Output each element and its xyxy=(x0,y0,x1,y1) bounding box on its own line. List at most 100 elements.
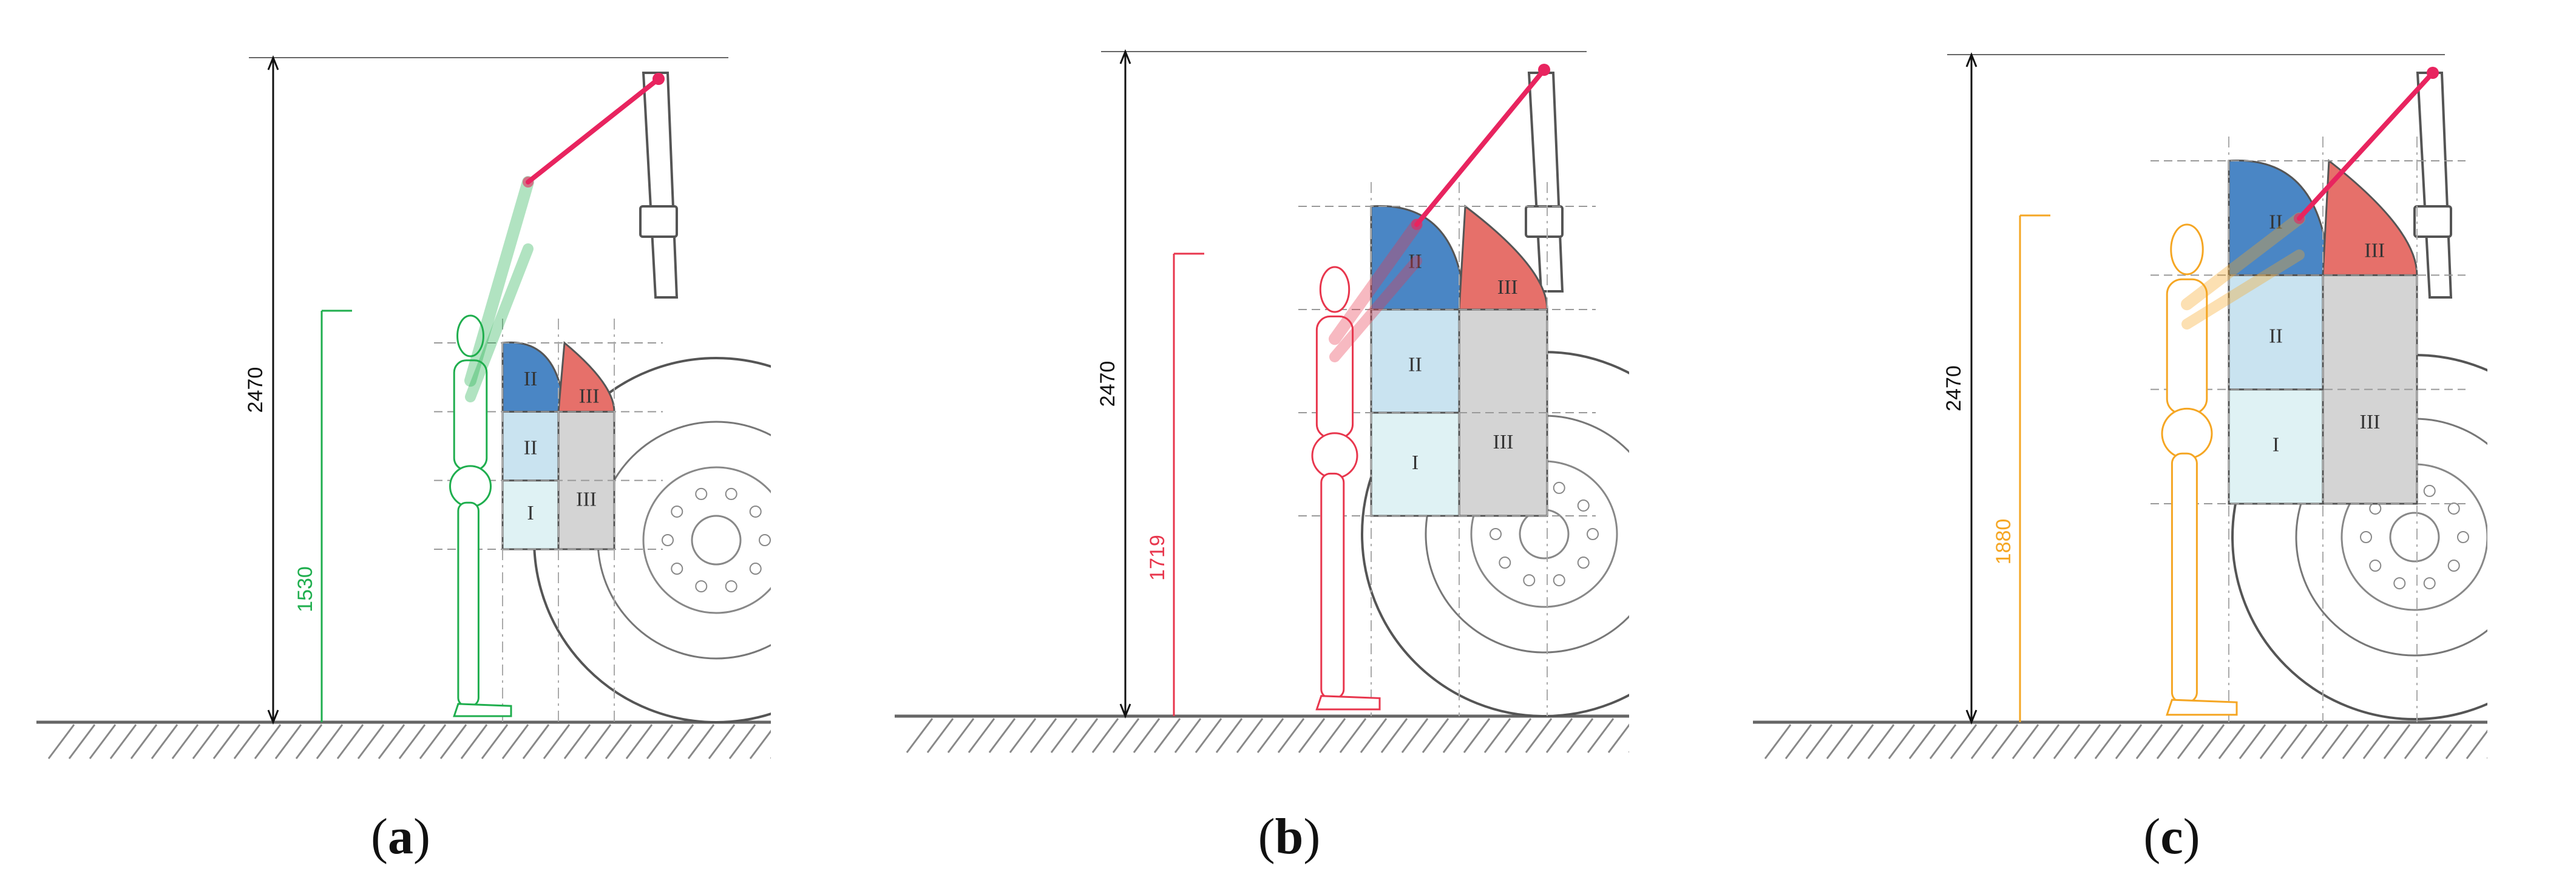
hatch-stroke xyxy=(295,724,323,759)
panel-edge-mask xyxy=(2487,0,2575,880)
reach-zones xyxy=(1370,205,1548,517)
ground-hatching xyxy=(1764,724,2514,759)
hatch-stroke xyxy=(1908,724,1936,759)
hatch-stroke xyxy=(1950,724,1978,759)
wheel-bolt xyxy=(1553,481,1565,494)
mannequin-raised-arm xyxy=(1329,218,1423,345)
hatch-stroke xyxy=(1483,718,1511,753)
hatch-stroke xyxy=(398,724,426,759)
hatch-stroke xyxy=(68,724,96,759)
hatch-stroke xyxy=(1846,724,1874,759)
hatch-stroke xyxy=(2321,724,2349,759)
total-height-label: 2470 xyxy=(244,367,267,413)
hatch-stroke xyxy=(1826,724,1854,759)
hatch-stroke xyxy=(584,724,612,759)
zone-label: III xyxy=(2360,411,2381,433)
mannequin-leg xyxy=(457,501,480,707)
mannequin-lower-arm xyxy=(1329,256,1422,362)
total-height-label: 2470 xyxy=(1096,361,1119,407)
hatch-stroke xyxy=(274,724,302,759)
hatch-stroke xyxy=(728,724,756,759)
operator-height-label: 1719 xyxy=(1146,535,1169,581)
hatch-stroke xyxy=(1545,718,1573,753)
hatch-stroke xyxy=(2032,724,2060,759)
caption-paren-open: ( xyxy=(2143,808,2161,865)
hatch-stroke xyxy=(501,724,529,759)
hatch-stroke xyxy=(1153,718,1181,753)
operator-height-label: 1880 xyxy=(1992,519,2015,565)
zone-label: II xyxy=(1408,353,1422,376)
zone-label: III xyxy=(2364,239,2385,262)
hatch-stroke xyxy=(1401,718,1429,753)
mannequin-foot xyxy=(1315,695,1381,711)
hatch-stroke xyxy=(2197,724,2225,759)
hatch-stroke xyxy=(926,718,954,753)
hatch-stroke xyxy=(212,724,240,759)
wheel-bolt xyxy=(2447,502,2460,515)
hatch-stroke xyxy=(1764,724,1792,759)
panel-a-caption: (a) xyxy=(340,807,461,866)
cabin-pillar xyxy=(639,72,679,299)
hatch-stroke xyxy=(2177,724,2205,759)
zone-II-lower xyxy=(2228,274,2324,391)
hatch-stroke xyxy=(666,724,694,759)
hatch-stroke xyxy=(1009,718,1037,753)
hatch-stroke xyxy=(2280,724,2308,759)
mannequin-head xyxy=(1319,266,1351,313)
mannequin-foot xyxy=(453,703,512,717)
guide-lines xyxy=(2151,137,2466,722)
hatch-stroke xyxy=(1805,724,1833,759)
operator-mannequin xyxy=(2161,212,2305,716)
guide-lines xyxy=(434,319,663,722)
hatch-stroke xyxy=(1277,718,1305,753)
hatch-stroke xyxy=(439,724,467,759)
arrow-head-bottom xyxy=(1965,709,1978,725)
hatch-stroke xyxy=(1785,724,1812,759)
hatch-stroke xyxy=(130,724,158,759)
mannequin-leg xyxy=(2171,452,2198,703)
mannequin-raised-arm xyxy=(464,176,534,387)
zone-I xyxy=(501,479,560,550)
hatch-stroke xyxy=(1888,724,1916,759)
hatch-stroke xyxy=(481,724,509,759)
hatch-stroke xyxy=(89,724,117,759)
operator-mannequin xyxy=(1311,218,1423,711)
wheel-bolt xyxy=(749,505,762,518)
hatch-stroke xyxy=(2342,724,2370,759)
hatch-stroke xyxy=(1339,718,1367,753)
caption-letter: b xyxy=(1275,808,1304,865)
caption-paren-close: ) xyxy=(413,808,430,865)
hatch-stroke xyxy=(2115,724,2143,759)
zone-label: I xyxy=(527,502,534,524)
hatch-stroke xyxy=(1867,724,1895,759)
hatch-stroke xyxy=(947,718,975,753)
hatch-stroke xyxy=(708,724,736,759)
reach-pointer-tip xyxy=(652,73,665,85)
wheel-bolt xyxy=(2369,560,2382,572)
hatch-stroke xyxy=(2362,724,2390,759)
wheel-bolt xyxy=(1490,528,1502,540)
reach-pointer-line xyxy=(526,76,661,184)
hatch-stroke xyxy=(233,724,261,759)
wheel-hub xyxy=(2389,512,2440,563)
hatch-stroke xyxy=(2424,724,2452,759)
hatch-stroke xyxy=(357,724,385,759)
hatch-stroke xyxy=(1112,718,1140,753)
wheel-hub xyxy=(691,515,742,566)
wheel-bolt xyxy=(2393,577,2406,590)
operator-height-label: 1530 xyxy=(294,566,317,612)
hatch-stroke xyxy=(2135,724,2163,759)
mannequin-head xyxy=(2170,223,2204,276)
hatch-stroke xyxy=(646,724,674,759)
wheel-bolt xyxy=(671,563,683,575)
wheel-bolt xyxy=(2447,560,2460,572)
hatch-stroke xyxy=(2239,724,2266,759)
hatch-stroke xyxy=(1463,718,1491,753)
hatch-stroke xyxy=(2404,724,2432,759)
hatch-stroke xyxy=(563,724,591,759)
hatch-stroke xyxy=(1071,718,1099,753)
wheel-bolt xyxy=(2457,531,2469,543)
mannequin-head xyxy=(456,314,484,357)
